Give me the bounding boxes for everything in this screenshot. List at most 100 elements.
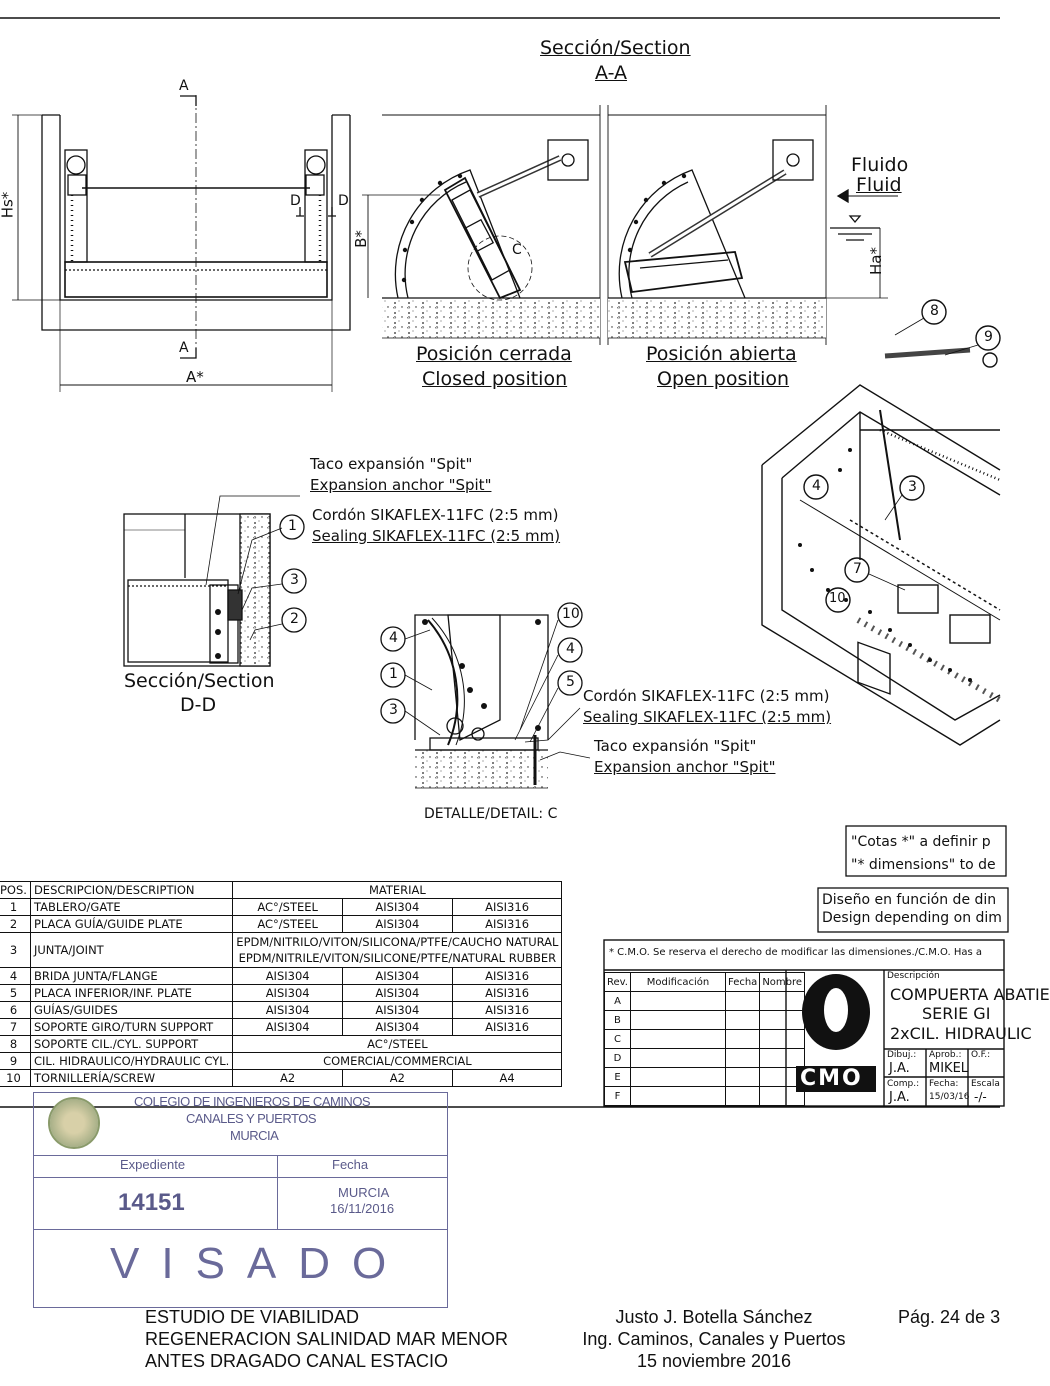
row-pos: 3 <box>0 932 31 968</box>
row-material-2: AISI304 <box>342 898 453 916</box>
row-material-2: AISI304 <box>342 1018 453 1036</box>
drawn-label: Dibuj.: <box>887 1050 917 1060</box>
row-pos: 7 <box>0 1018 31 1036</box>
row-material-1: AISI304 <box>232 1001 343 1019</box>
table-header-row: POS. DESCRIPCION/DESCRIPTION MATERIAL <box>0 881 563 899</box>
c-balloon-3-left: 3 <box>389 702 398 718</box>
revision-table: Rev. Modificación Fecha Nombre A B C D E… <box>604 972 806 1106</box>
checked-value: J.A. <box>889 1090 910 1105</box>
rev-letter: B <box>604 1010 631 1030</box>
cotas-note-box <box>845 825 1007 877</box>
closed-position-label-en: Closed position <box>422 368 568 390</box>
dd-note-anchor-es: Taco expansión "Spit" <box>310 455 473 473</box>
row-pos: 4 <box>0 967 31 985</box>
row-material-1: AISI304 <box>232 984 343 1002</box>
cmo-reserve-note: * C.M.O. Se reserva el derecho de modifi… <box>609 947 983 958</box>
stamp-divider-1 <box>34 1155 447 1156</box>
dim-ha-label: Ha* <box>866 247 885 275</box>
visado-text: VISADO <box>110 1239 409 1288</box>
scale-label: Escala <box>971 1079 1000 1089</box>
row-material-3: AISI316 <box>451 1018 563 1036</box>
stamp-divider-2 <box>34 1177 447 1178</box>
iso-balloon-7: 7 <box>853 561 862 577</box>
front-view <box>12 95 351 392</box>
iso-balloon-10: 10 <box>829 591 846 606</box>
row-desc: TORNILLERÍA/SCREW <box>29 1069 234 1087</box>
closed-position-label-es: Posición cerrada <box>416 343 572 365</box>
row-material-wide: EPDM/NITRILO/VITON/SILICONA/PTFE/CAUCHO … <box>232 932 563 968</box>
college-name-1: COLEGIO DE INGENIEROS DE CAMINOS <box>134 1094 371 1109</box>
footer-project: ESTUDIO DE VIABILIDAD REGENERACION SALIN… <box>145 1306 508 1372</box>
dim-a-label: A* <box>186 368 204 386</box>
expediente-label: Expediente <box>120 1157 186 1172</box>
c-note-anchor-es: Taco expansión "Spit" <box>594 737 757 755</box>
header-description: DESCRIPCION/DESCRIPTION <box>29 881 234 899</box>
row-material-wide: AC°/STEEL <box>232 1035 563 1053</box>
c-balloon-1-left: 1 <box>389 666 398 682</box>
c-balloon-10-right: 10 <box>562 606 580 622</box>
revision-row: E <box>604 1067 806 1087</box>
row-material-1: AISI304 <box>232 1018 343 1036</box>
dd-balloon-3: 3 <box>290 572 299 588</box>
technical-drawing <box>0 17 1009 1108</box>
dim-hs-label: Hs* <box>0 191 17 219</box>
fecha-value-city: MURCIA <box>338 1185 390 1200</box>
revision-row: F <box>604 1086 806 1106</box>
row-material-1: AISI304 <box>232 967 343 985</box>
rev-letter: D <box>604 1048 631 1068</box>
detail-c-marker: C <box>512 242 522 258</box>
college-name-2: CANALES Y PUERTOS <box>186 1111 317 1126</box>
open-position-view <box>607 105 898 345</box>
date-header: Fecha <box>724 972 761 992</box>
footer-page-number: Pág. 24 de 3 <box>898 1307 1001 1327</box>
section-aa-subtitle: A-A <box>595 62 628 84</box>
section-dd-title: Sección/Section <box>124 670 275 692</box>
section-dd-subtitle: D-D <box>180 694 217 716</box>
row-material-2: AISI304 <box>342 967 453 985</box>
iso-balloon-3: 3 <box>908 479 917 495</box>
row-pos: 1 <box>0 898 31 916</box>
drawn-value: J.A. <box>889 1061 910 1076</box>
dd-balloon-2: 2 <box>290 611 299 627</box>
footer-author-date: 15 noviembre 2016 <box>636 1351 792 1371</box>
cmo-logo <box>796 974 876 1092</box>
college-name-3: MURCIA <box>230 1128 279 1143</box>
header-pos: POS. <box>0 881 31 899</box>
footer-author: Justo J. Botella Sánchez Ing. Caminos, C… <box>576 1306 852 1372</box>
cut-d-right-label: D <box>338 193 349 209</box>
cut-a-top-label: A <box>179 78 189 94</box>
open-position-label-es: Posición abierta <box>646 343 797 365</box>
joint-material-en: EPDM/NITRILE/VITON/SILICONE/PTFE/NATURAL… <box>238 951 557 965</box>
footer-project-line-2: REGENERACION SALINIDAD MAR MENOR <box>145 1329 509 1349</box>
row-material-3: AISI316 <box>451 915 563 933</box>
description-label: Descripción <box>887 971 940 981</box>
row-pos: 8 <box>0 1035 31 1053</box>
expediente-value: 14151 <box>118 1189 185 1216</box>
cut-a-bottom-label: A <box>179 340 189 356</box>
dd-balloon-1: 1 <box>288 518 297 534</box>
stamp-vertical-divider <box>277 1155 278 1229</box>
row-pos: 10 <box>0 1069 31 1087</box>
row-material-3: AISI316 <box>451 898 563 916</box>
row-material-2: AISI304 <box>342 984 453 1002</box>
row-desc: BRIDA JUNTA/FLANGE <box>29 967 234 985</box>
rev-letter: E <box>604 1067 631 1087</box>
row-desc: JUNTA/JOINT <box>29 932 234 968</box>
row-material-wide: COMERCIAL/COMMERCIAL <box>232 1052 563 1070</box>
revision-row: A <box>604 991 806 1011</box>
c-note-anchor-en: Expansion anchor "Spit" <box>594 758 776 776</box>
iso-balloon-9: 9 <box>984 329 993 345</box>
cmo-logo-text: CMO <box>800 1066 863 1091</box>
revision-row: B <box>604 1010 806 1030</box>
row-material-3: A4 <box>451 1069 563 1087</box>
row-material-1: AC°/STEEL <box>232 898 343 916</box>
row-material-2: A2 <box>342 1069 453 1087</box>
c-note-sealing-en: Sealing SIKAFLEX-11FC (2:5 mm) <box>583 708 832 726</box>
modification-header: Modificación <box>629 972 726 992</box>
